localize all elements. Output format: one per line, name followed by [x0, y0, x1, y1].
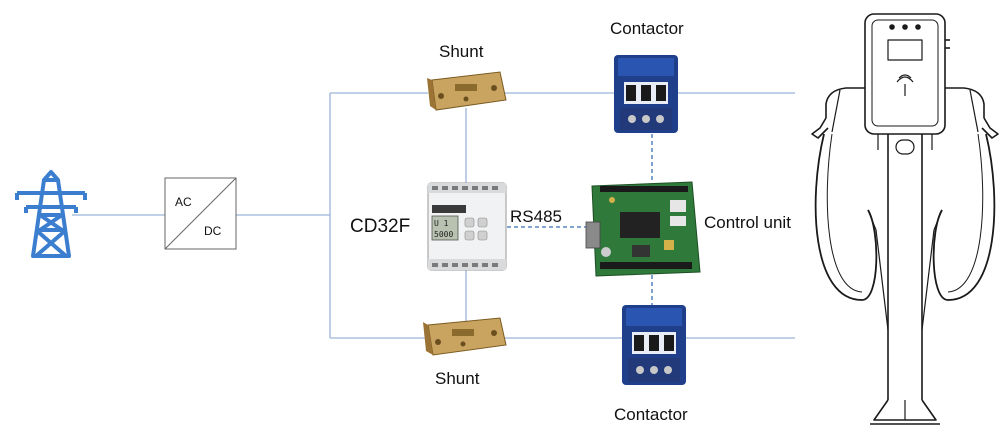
transmission-tower-icon — [15, 170, 87, 258]
control-board-icon — [585, 181, 701, 277]
control-unit-label: Control unit — [704, 213, 791, 232]
dashed-links — [507, 134, 653, 305]
meter-name-label: CD32F — [350, 216, 410, 237]
rs485-label: RS485 — [510, 207, 562, 226]
power-meter-icon: U 1 5000 — [427, 182, 507, 271]
meter-display-line1: U 1 — [434, 219, 449, 228]
contactor-bottom-label: Contactor — [614, 405, 688, 424]
meter-display-line2: 5000 — [434, 230, 453, 239]
contactor-icon — [622, 305, 686, 385]
ev-charger-icon — [811, 13, 999, 425]
contactor-icon — [614, 55, 678, 133]
shunt-icon — [427, 71, 507, 111]
shunt-bottom-label: Shunt — [435, 369, 480, 388]
contactor-top-label: Contactor — [610, 19, 684, 38]
shunt-icon — [423, 317, 507, 356]
wires — [72, 92, 795, 339]
converter-dc-label: DC — [204, 224, 222, 238]
shunt-top-label: Shunt — [439, 42, 484, 61]
ac-dc-converter-icon: AC DC — [164, 177, 237, 250]
converter-ac-label: AC — [175, 195, 192, 209]
